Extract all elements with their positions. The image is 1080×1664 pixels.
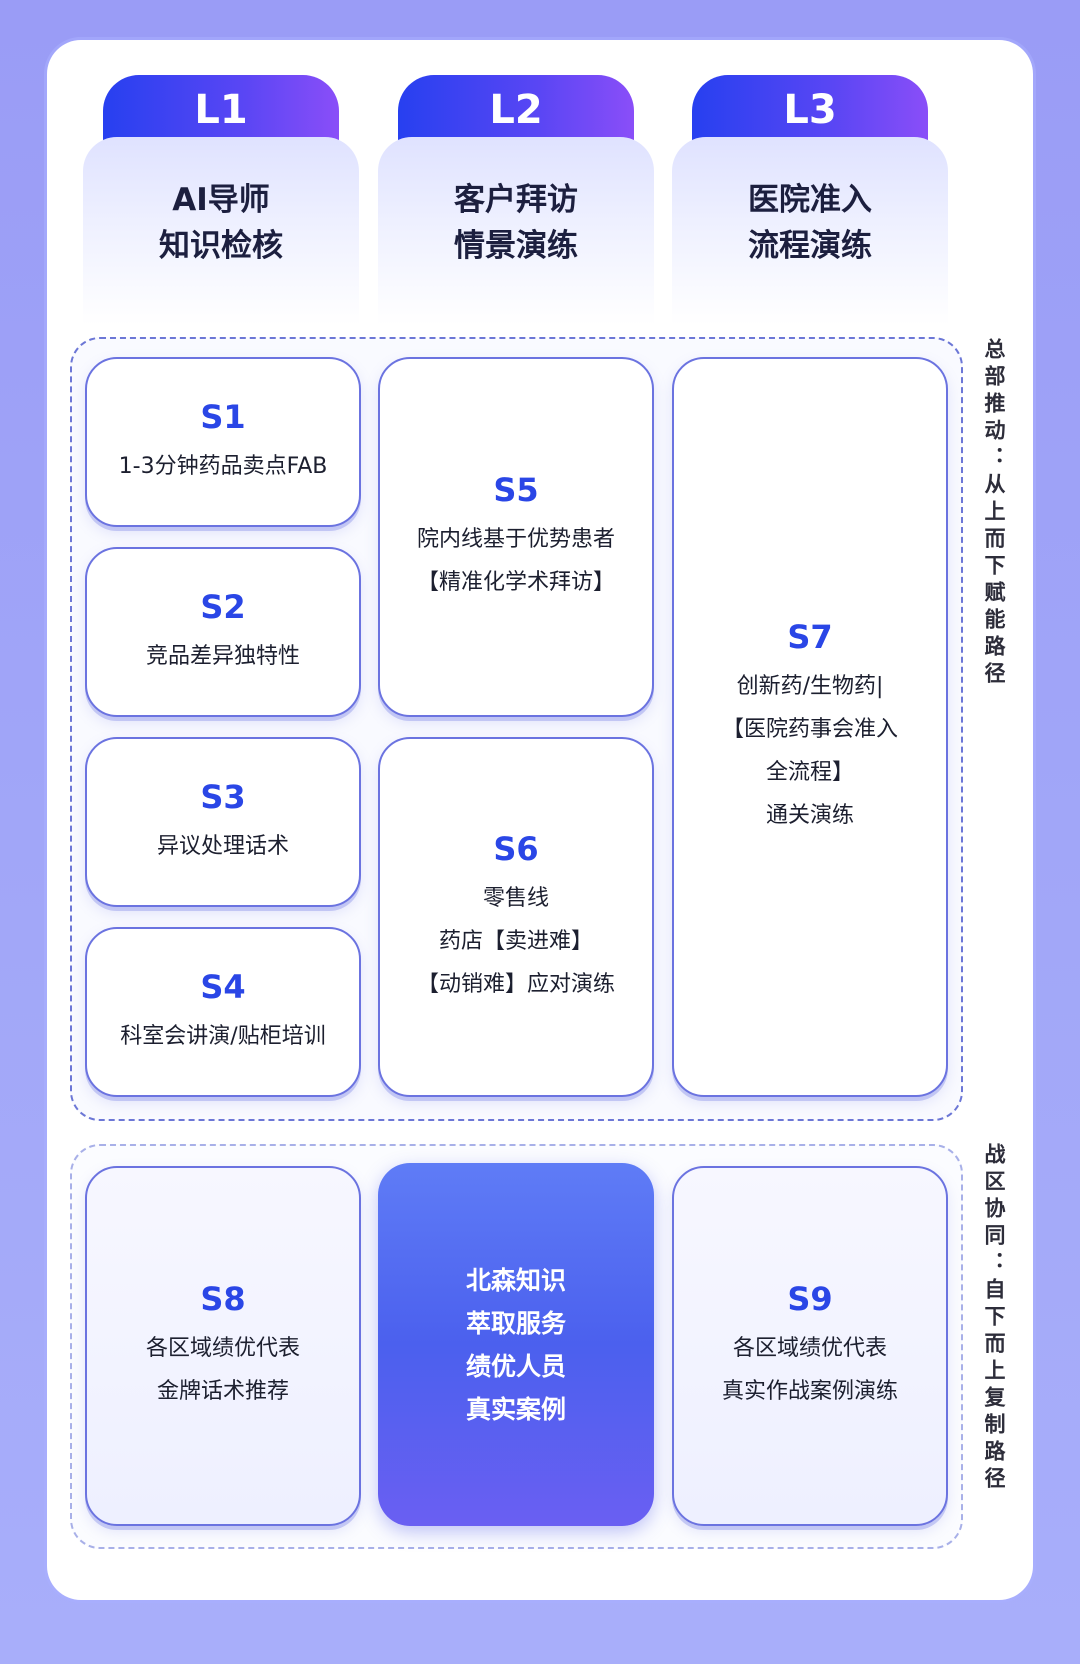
module-code: S6 [493, 829, 539, 868]
module-code: S1 [200, 397, 246, 436]
module-s6: S6 零售线 药店【卖进难】 【动销难】应对演练 [378, 737, 654, 1097]
side-label-top: 总部推动：从上而下赋能路径 [982, 338, 1006, 689]
module-s2: S2 竞品差异独特性 [85, 547, 361, 717]
side-label-bottom: 战区协同：自下而上复制路径 [982, 1143, 1006, 1494]
module-line: 异议处理话术 [156, 833, 289, 859]
center-line: 绩优人员 [465, 1351, 566, 1381]
module-s3: S3 异议处理话术 [85, 737, 361, 907]
level-l2: L2 客户拜访 情景演练 [378, 75, 654, 325]
module-code: S8 [200, 1280, 246, 1318]
level-title-line: 情景演练 [454, 228, 578, 264]
level-title-line: 流程演练 [748, 228, 872, 264]
module-line: 创新药/生物药| [736, 674, 884, 699]
module-line: 【动销难】应对演练 [416, 971, 615, 997]
module-line: 各区域绩优代表 [145, 1336, 300, 1361]
module-line: 全流程】 [765, 760, 854, 785]
level-body: AI导师 知识检核 [83, 137, 359, 325]
module-line: 1-3分钟药品卖点FAB [118, 453, 328, 479]
module-s5: S5 院内线基于优势患者 【精准化学术拜访】 [378, 357, 654, 717]
module-code: S2 [200, 587, 246, 626]
module-line: 【医院药事会准入 [721, 717, 898, 742]
module-line: 各区域绩优代表 [732, 1336, 887, 1361]
module-line: 竞品差异独特性 [145, 643, 300, 669]
module-line: 通关演练 [765, 803, 854, 828]
module-code: S7 [787, 618, 833, 656]
module-s7: S7 创新药/生物药| 【医院药事会准入 全流程】 通关演练 [672, 357, 948, 1097]
module-line: 科室会讲演/贴柜培训 [120, 1023, 326, 1049]
module-s8: S8 各区域绩优代表 金牌话术推荐 [85, 1166, 361, 1526]
module-line: 零售线 [482, 885, 549, 911]
module-code: S4 [200, 967, 246, 1006]
level-body: 医院准入 流程演练 [672, 137, 948, 325]
module-s1: S1 1-3分钟药品卖点FAB [85, 357, 361, 527]
module-line: 【精准化学术拜访】 [416, 570, 615, 595]
center-knowledge-box: 北森知识 萃取服务 绩优人员 真实案例 [378, 1163, 654, 1526]
module-s9: S9 各区域绩优代表 真实作战案例演练 [672, 1166, 948, 1526]
module-line: 金牌话术推荐 [156, 1379, 289, 1404]
module-code: S9 [787, 1280, 833, 1318]
center-line: 萃取服务 [465, 1308, 566, 1338]
level-title-line: 医院准入 [748, 182, 872, 218]
level-title-line: 客户拜访 [454, 182, 578, 218]
center-line: 北森知识 [465, 1265, 566, 1295]
module-code: S3 [200, 777, 246, 816]
level-l3: L3 医院准入 流程演练 [672, 75, 948, 325]
module-code: S5 [493, 471, 539, 509]
module-s4: S4 科室会讲演/贴柜培训 [85, 927, 361, 1097]
module-line: 院内线基于优势患者 [416, 527, 615, 552]
module-line: 真实作战案例演练 [721, 1379, 898, 1404]
level-l1: L1 AI导师 知识检核 [83, 75, 359, 325]
center-line: 真实案例 [465, 1394, 566, 1424]
level-title-line: AI导师 [172, 182, 270, 218]
module-line: 药店【卖进难】 [438, 928, 593, 954]
level-body: 客户拜访 情景演练 [378, 137, 654, 325]
level-title-line: 知识检核 [159, 228, 283, 264]
